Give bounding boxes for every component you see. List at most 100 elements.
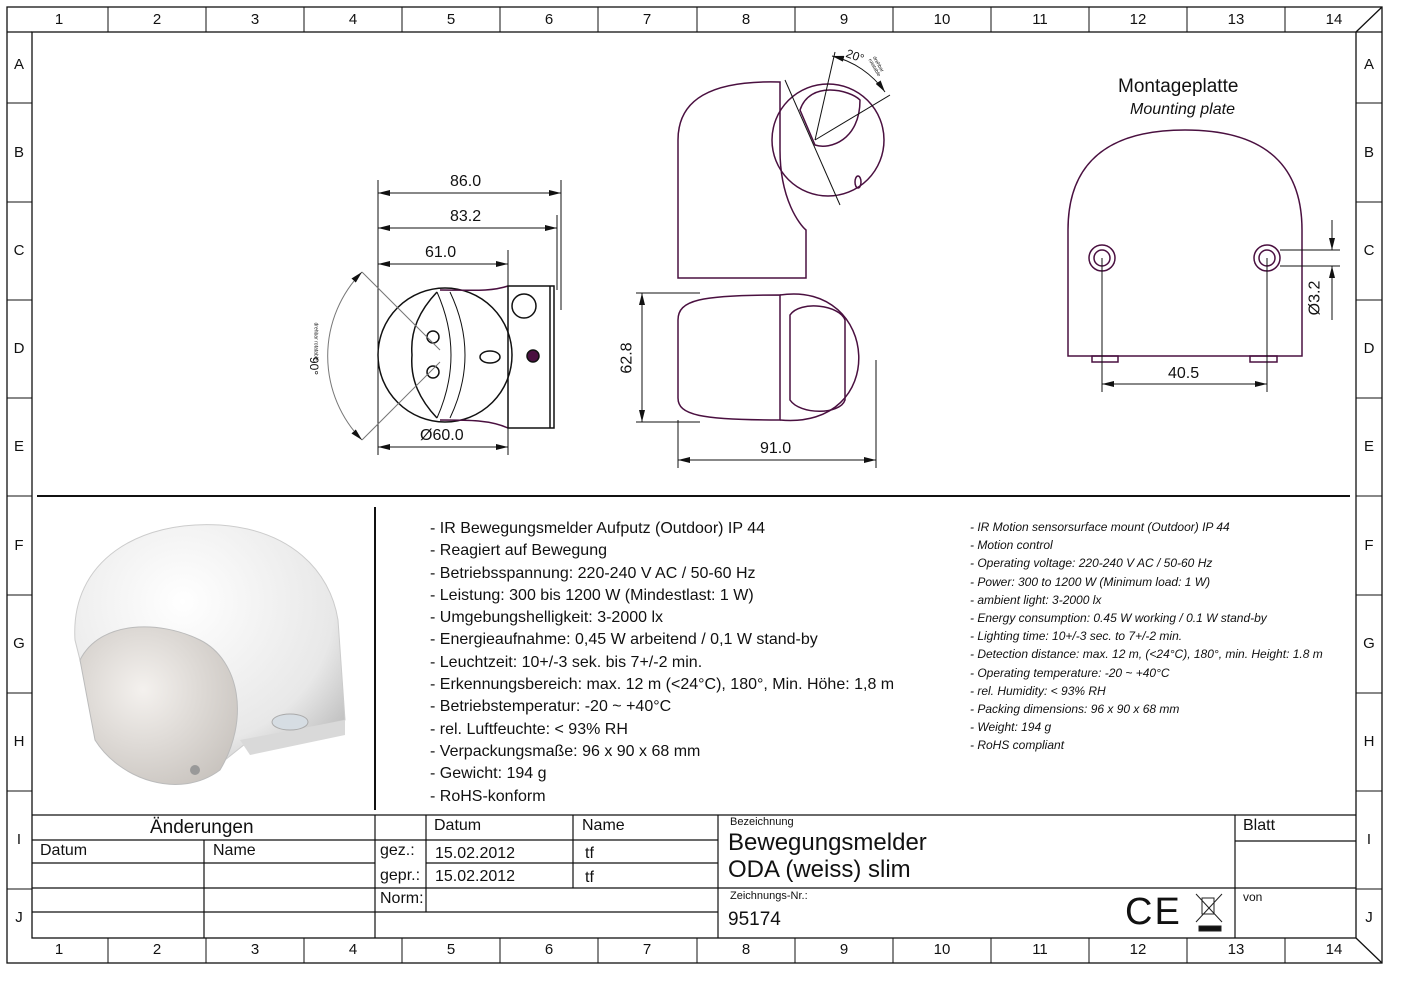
spec-item: - Energieaufnahme: 0,45 W arbeitend / 0,… [430, 631, 818, 649]
row-right-label: A [1363, 56, 1374, 73]
sheet-label: Blatt [1243, 817, 1276, 834]
col-top-label: 4 [348, 11, 358, 28]
col-top-label: 1 [54, 11, 64, 28]
product-photo [74, 524, 346, 785]
spec-item: - IR Motion sensorsurface mount (Outdoor… [970, 520, 1230, 534]
row-left-label: I [16, 831, 22, 848]
col-bottom-label: 9 [839, 941, 849, 958]
row-right-label: J [1365, 909, 1373, 926]
row-left-label: E [13, 438, 24, 455]
col-top-label: 5 [446, 11, 456, 28]
mounting-plate-subtitle: Mounting plate [1130, 101, 1235, 118]
spec-item: - RoHS-konform [430, 787, 546, 805]
col-bottom-label: 1 [54, 941, 64, 958]
mounting-plate-dimensions [1101, 220, 1340, 392]
row-right-label: F [1364, 537, 1374, 554]
dim-86: 86.0 [450, 173, 482, 190]
weee-icon [1195, 893, 1223, 932]
spec-item: - Weight: 194 g [970, 720, 1052, 735]
frame-border [6, 6, 1383, 964]
row-left-label: J [15, 909, 23, 926]
drawn-date: 15.02.2012 [435, 845, 516, 862]
row-left-label: H [13, 733, 25, 750]
col-bottom-label: 10 [933, 941, 951, 958]
spec-item: - Lighting time: 10+/-3 sec. to 7+/-2 mi… [970, 629, 1183, 644]
row-right-label: G [1363, 635, 1375, 652]
changes-heading: Änderungen [150, 817, 254, 838]
col-bottom-label: 12 [1129, 941, 1147, 958]
col-bottom-label: 3 [250, 941, 260, 958]
of-label: von [1243, 890, 1263, 904]
checked-label: gepr.: [380, 867, 421, 884]
col-bottom-label: 4 [348, 941, 358, 958]
row-right-label: C [1363, 242, 1375, 259]
spec-item: - Energy consumption: 0.45 W working / 0… [970, 611, 1267, 626]
dim-hole-3-2: Ø3.2 [1306, 280, 1324, 316]
col-bottom-label: 6 [544, 941, 554, 958]
spec-item: - Reagiert auf Bewegung [430, 542, 607, 560]
col-top-label: 12 [1129, 11, 1147, 28]
checked-date: 15.02.2012 [435, 868, 516, 885]
changes-date-header: Datum [40, 842, 88, 859]
designation-line2: ODA (weiss) slim [728, 856, 911, 883]
spec-item: - Operating temperature: -20 ~ +40°C [970, 665, 1170, 680]
spec-item: - Umgebungshelligkeit: 3-2000 lx [430, 609, 664, 627]
spec-item: - Leistung: 300 bis 1200 W (Mindestlast:… [430, 586, 754, 604]
dim-83-2: 83.2 [450, 208, 482, 225]
changes-name-header: Name [213, 842, 256, 859]
specs-english: - IR Motion sensorsurface mount (Outdoor… [970, 518, 1323, 755]
spec-item: - Betriebstemperatur: -20 ~ +40°C [430, 698, 672, 716]
drawing-number-label: Zeichnungs-Nr.: [730, 890, 808, 902]
row-left-label: C [13, 242, 25, 259]
col-top-label: 3 [250, 11, 260, 28]
col-bottom-label: 7 [642, 941, 652, 958]
spec-item: - rel. Humidity: < 93% RH [970, 683, 1106, 698]
drawing-number: 95174 [728, 909, 781, 930]
spec-item: - Operating voltage: 220-240 V AC / 50-6… [970, 556, 1213, 571]
ce-mark-icon: CE [1125, 891, 1182, 933]
dim-diameter-60: Ø60.0 [420, 427, 464, 444]
norm-label: Norm: [380, 890, 424, 907]
checked-name: tf [585, 869, 594, 886]
mounting-plate-title: Montageplatte [1118, 76, 1239, 97]
col-top-label: 8 [741, 11, 751, 28]
name-header: Name [582, 817, 625, 834]
spec-item: - Gewicht: 194 g [430, 765, 547, 783]
row-right-label: B [1363, 144, 1374, 161]
drawn-name: tf [585, 845, 594, 862]
dim-40-5: 40.5 [1168, 365, 1200, 382]
col-bottom-label: 14 [1325, 941, 1343, 958]
col-top-label: 14 [1325, 11, 1343, 28]
col-bottom-label: 8 [741, 941, 751, 958]
title-block-grid [32, 814, 1356, 938]
row-left-label: G [13, 635, 25, 652]
spec-item: - Erkennungsbereich: max. 12 m (<24°C), … [430, 676, 895, 694]
col-top-label: 2 [152, 11, 162, 28]
front-view-drawing [327, 180, 562, 455]
spec-item: - Detection distance: max. 12 m, (<24°C)… [970, 647, 1323, 662]
spec-item: - rel. Luftfeuchte: < 93% RH [430, 720, 628, 738]
col-bottom-label: 5 [446, 941, 456, 958]
designation-line1: Bewegungsmelder [728, 829, 927, 856]
spec-item: - Power: 300 to 1200 W (Minimum load: 1 … [970, 574, 1211, 589]
row-right-label: E [1363, 438, 1374, 455]
spec-item: - Packing dimensions: 96 x 90 x 68 mm [970, 702, 1180, 717]
dim-61: 61.0 [425, 244, 457, 261]
row-right-label: D [1363, 340, 1375, 357]
spec-item: - Motion control [970, 538, 1053, 553]
drawn-label: gez.: [380, 842, 415, 859]
spec-item: - Verpackungsmaße: 96 x 90 x 68 mm [430, 742, 701, 760]
col-bottom-label: 11 [1032, 941, 1048, 958]
spec-item: - Leuchtzeit: 10+/-3 sek. bis 7+/-2 min. [430, 653, 703, 671]
spec-item: - RoHS compliant [970, 738, 1065, 753]
designation-label: Bezeichnung [730, 816, 794, 828]
row-left-label: F [14, 537, 24, 554]
row-left-label: A [13, 56, 24, 73]
specs-german: - IR Bewegungsmelder Aufputz (Outdoor) I… [430, 518, 894, 808]
angle-90-note: drehbar rotatable [312, 322, 319, 361]
spec-item: - ambient light: 3-2000 lx [970, 592, 1102, 607]
row-right-label: H [1363, 733, 1375, 750]
col-top-label: 10 [933, 11, 951, 28]
spec-item: - IR Bewegungsmelder Aufputz (Outdoor) I… [430, 520, 765, 537]
